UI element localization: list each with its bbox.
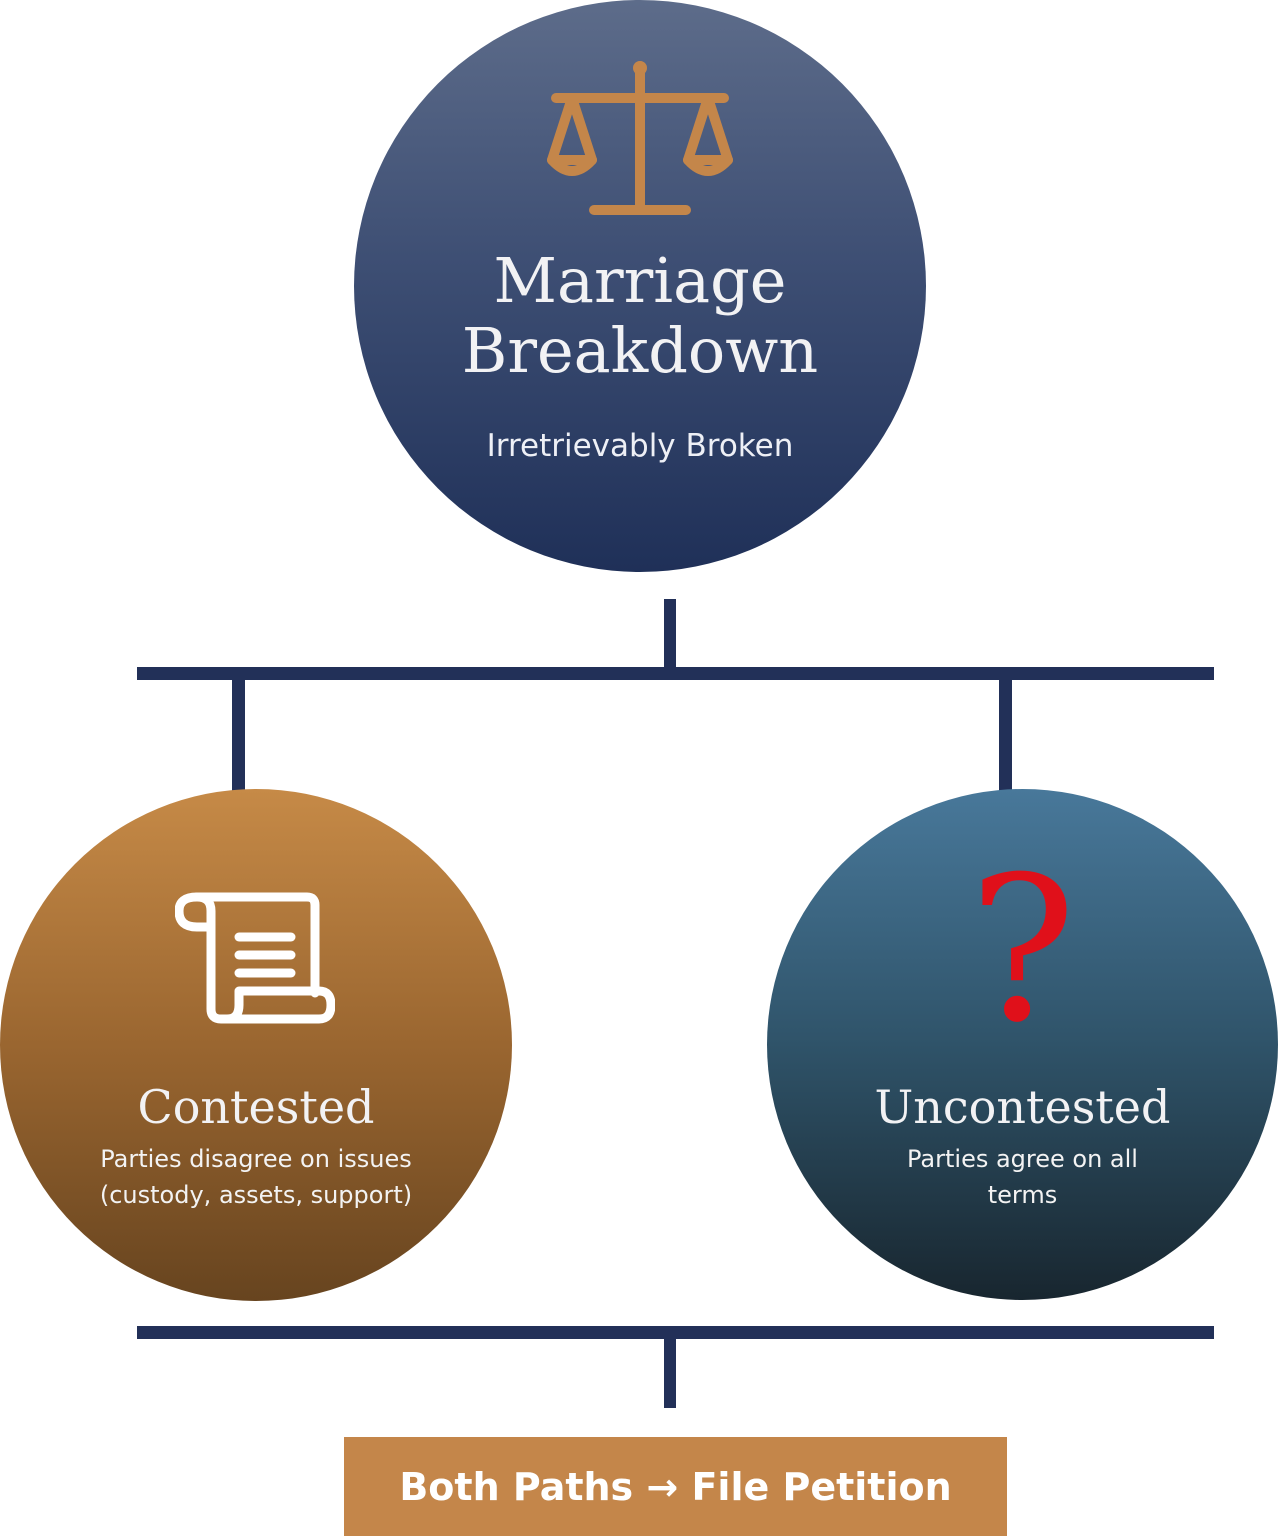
connector-upper-bar bbox=[137, 667, 1214, 680]
contested-node: Contested Parties disagree on issues (cu… bbox=[0, 789, 512, 1301]
node-subtitle: Irretrievably Broken bbox=[486, 428, 794, 464]
node-description: Parties disagree on issues (custody, ass… bbox=[99, 1145, 413, 1209]
node-title: Contested bbox=[137, 1080, 375, 1134]
scroll-icon bbox=[175, 892, 335, 1024]
marriage-breakdown-node: Marriage Breakdown Irretrievably Broken bbox=[354, 0, 926, 572]
uncontested-node: ? Uncontested Parties agree on all terms bbox=[767, 789, 1278, 1300]
connector-left-drop bbox=[232, 679, 245, 791]
node-title: Marriage Breakdown bbox=[461, 244, 819, 387]
node-title: Uncontested bbox=[874, 1080, 1171, 1134]
connector-top-stem bbox=[664, 599, 676, 669]
connector-lower-bar bbox=[137, 1326, 1214, 1339]
connector-right-drop bbox=[999, 679, 1012, 791]
scales-of-justice-icon bbox=[547, 61, 733, 215]
question-mark-icon: ? bbox=[968, 834, 1077, 1067]
connector-bottom-stem bbox=[664, 1338, 676, 1408]
node-description: Parties agree on all terms bbox=[907, 1145, 1138, 1209]
file-petition-box: Both Paths → File Petition bbox=[344, 1437, 1007, 1536]
